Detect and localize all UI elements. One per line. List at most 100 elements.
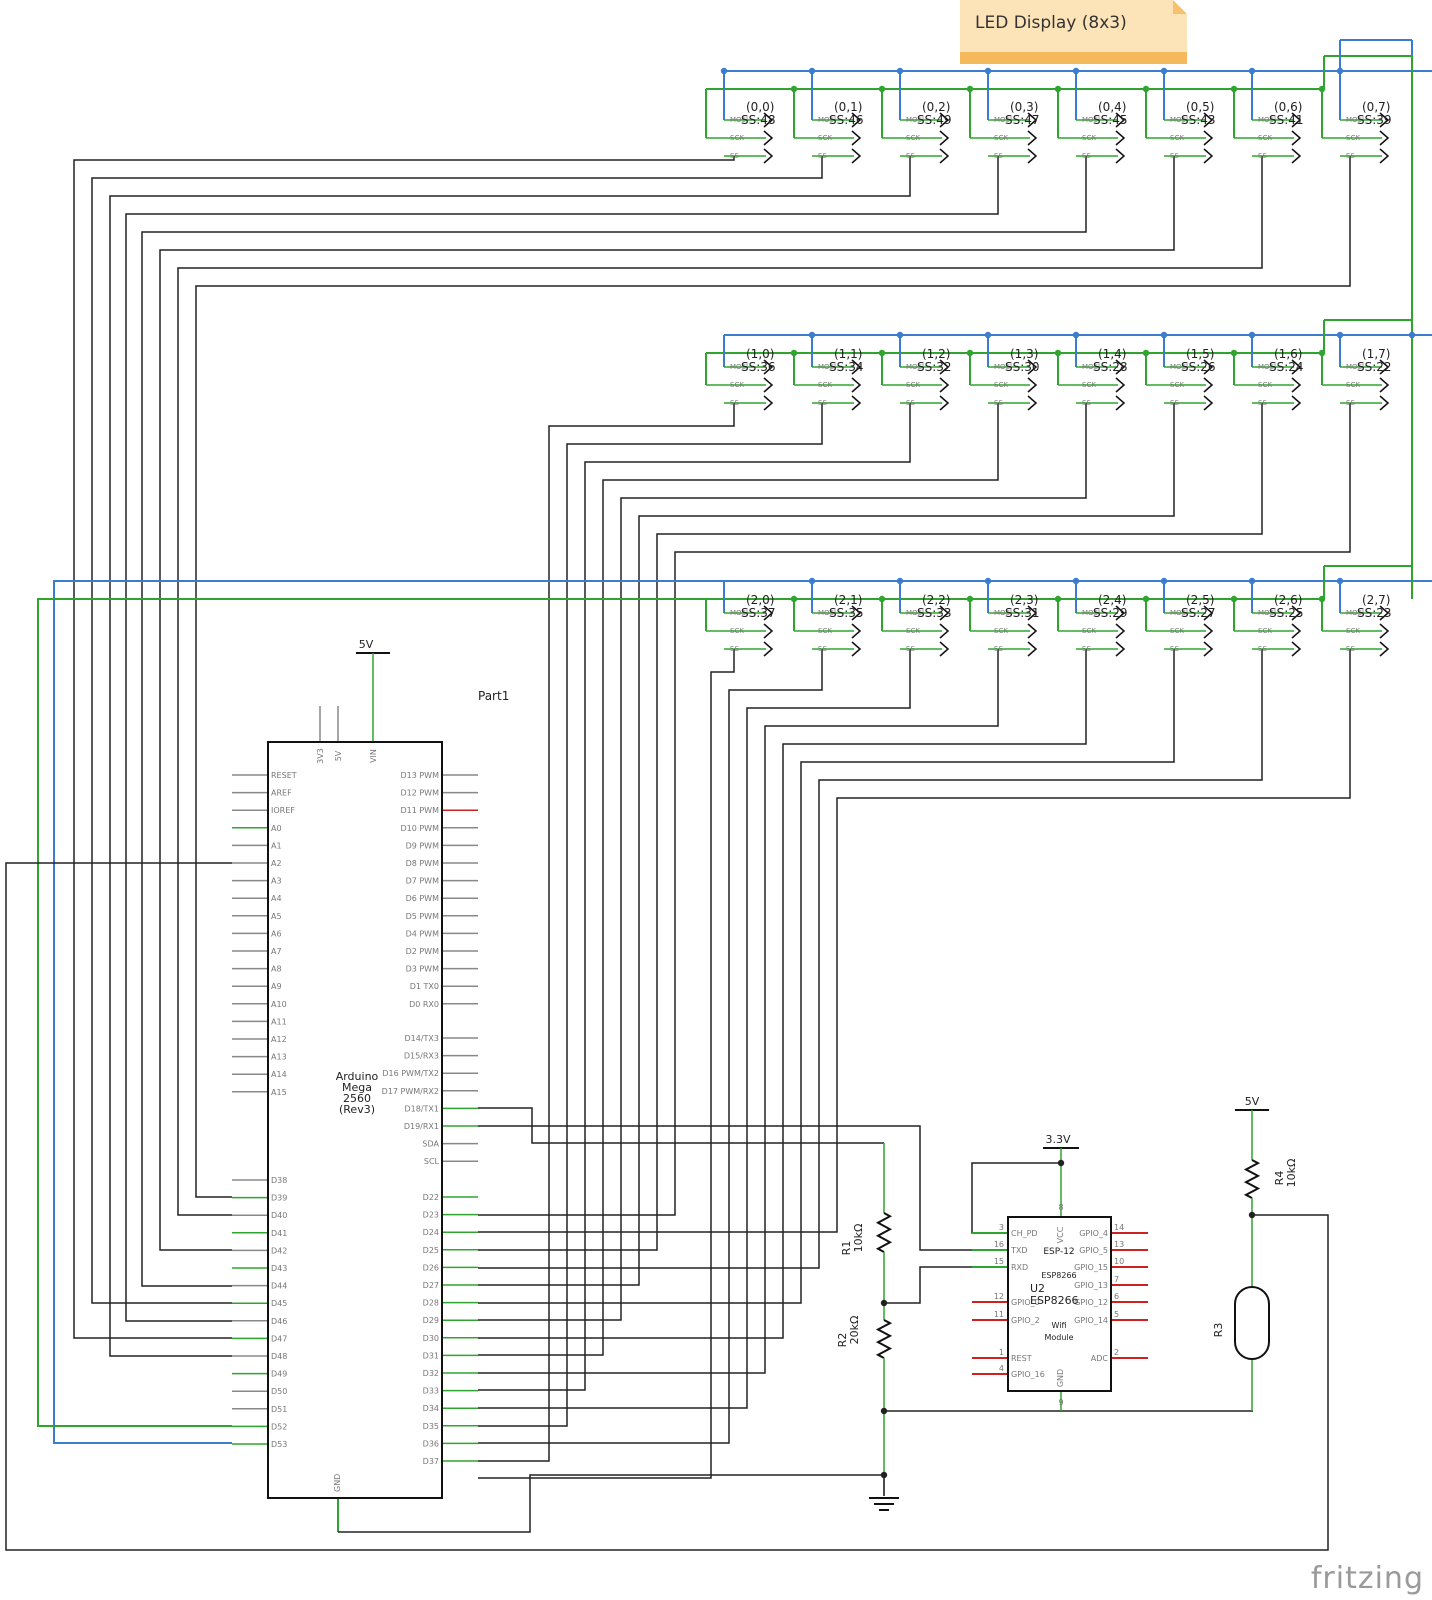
pin-chevron (1291, 377, 1302, 393)
pin-chevron (1379, 395, 1390, 411)
arduino-pin-label: A9 (271, 982, 282, 991)
pin-chevron (1379, 148, 1390, 164)
arduino-pin-label: A6 (271, 929, 282, 938)
ss-pin-label: SS (730, 399, 739, 407)
ss-route-row2 (478, 649, 1263, 1269)
r4-value: 10kΩ (1285, 1159, 1298, 1188)
arduino-pin-label: D0 RX0 (409, 1000, 439, 1009)
pin-chevron (1379, 605, 1390, 621)
ss-pin-label: SS (906, 399, 915, 407)
pin-chevron (1115, 605, 1126, 621)
sck-junction (966, 595, 974, 603)
arduino-pin-label: A1 (271, 841, 282, 850)
display-coord-2-1: (2,1) (834, 593, 862, 607)
arduino-pin-label: D5 PWM (406, 912, 440, 921)
esp-gnd-num: 9 (1058, 1398, 1063, 1407)
esp-pin-name: GPIO_0 (1011, 1298, 1040, 1307)
esp-vcc-num: 8 (1058, 1203, 1063, 1212)
esp-pin-num: 7 (1114, 1275, 1119, 1284)
divider-junction (880, 1299, 888, 1307)
arduino-pin-label: D27 (423, 1281, 439, 1290)
esp-pin-name: GPIO_15 (1074, 1263, 1108, 1272)
rx1-wire (478, 1125, 1008, 1251)
esp-pin-num: 12 (994, 1292, 1004, 1301)
arduino-gnd-label: GND (333, 1474, 342, 1492)
arduino-top-pin-label: VIN (369, 749, 378, 763)
mosi-junction (1248, 331, 1256, 339)
pin-chevron (763, 359, 774, 375)
ss-pin-label: SS (906, 152, 915, 160)
ss-route-row2 (478, 649, 1351, 1233)
ss-route-row2 (478, 649, 823, 1444)
pin-chevron (1115, 641, 1126, 657)
ss-route-row0 (109, 156, 911, 1357)
pin-chevron (1027, 359, 1038, 375)
sck-pin-label: SCK (906, 627, 920, 635)
ldr-ref: R3 (1212, 1323, 1225, 1338)
esp-pin-num: 6 (1114, 1292, 1119, 1301)
sck-pin-label: SCK (1082, 134, 1096, 142)
sck-pin-label: SCK (818, 134, 832, 142)
display-ss-2-2: SS:33 (917, 606, 952, 620)
sck-junction (1054, 595, 1062, 603)
arduino-pin-label: D10 PWM (400, 824, 439, 833)
pin-chevron (1203, 605, 1214, 621)
arduino-pin-label: D43 (271, 1264, 287, 1273)
mosi-junction (1336, 331, 1344, 339)
sck-junction (790, 85, 798, 93)
ss-pin-label: SS (730, 152, 739, 160)
sck-junction (1142, 349, 1150, 357)
r1-ref: R1 (840, 1241, 853, 1256)
display-ss-2-4: SS:29 (1093, 606, 1128, 620)
mosi-pin-label: MOSI (818, 116, 836, 124)
esp-pin-num: 11 (994, 1310, 1004, 1319)
display-coord-1-2: (1,2) (922, 347, 950, 361)
display-ss-2-7: SS:23 (1357, 606, 1392, 620)
esp-pin-name: TXD (1010, 1246, 1028, 1255)
pin-chevron (851, 395, 862, 411)
ss-pin-label: SS (1346, 399, 1355, 407)
esp-supply-label: 3.3V (1045, 1133, 1070, 1146)
display-ss-0-7: SS:39 (1357, 113, 1392, 127)
arduino-name-line: Arduino (336, 1070, 379, 1083)
ss-pin-label: SS (1082, 152, 1091, 160)
pin-chevron (763, 148, 774, 164)
pin-chevron (851, 112, 862, 128)
arduino-pin-label: A2 (271, 859, 282, 868)
arduino-pin-label: D30 (423, 1334, 439, 1343)
arduino-pin-label: D14/TX3 (405, 1034, 440, 1043)
arduino-pin-label: D24 (423, 1228, 439, 1237)
ss-route-row2 (478, 649, 911, 1409)
mosi-pin-label: MOSI (1170, 116, 1188, 124)
mosi-junction (1072, 577, 1080, 585)
mosi-pin-label: MOSI (1258, 116, 1276, 124)
mosi-junction (808, 577, 816, 585)
sck-junction (1054, 85, 1062, 93)
display-coord-0-0: (0,0) (746, 100, 774, 114)
pin-chevron (1291, 605, 1302, 621)
sck-pin-label: SCK (818, 627, 832, 635)
display-coord-0-3: (0,3) (1010, 100, 1038, 114)
ss-route-row0 (141, 156, 1087, 1287)
display-coord-1-1: (1,1) (834, 347, 862, 361)
note-fold (1173, 0, 1187, 14)
ss-pin-label: SS (906, 645, 915, 653)
esp-pin-num: 3 (999, 1223, 1004, 1232)
arduino-pin-label: D41 (271, 1229, 287, 1238)
esp-sub-2: Module (1044, 1333, 1073, 1342)
mosi-junction (1072, 331, 1080, 339)
esp-pin-num: 15 (994, 1257, 1004, 1266)
sck-pin-label: SCK (1082, 381, 1096, 389)
esp-pin-num: 5 (1114, 1310, 1119, 1319)
ss-route-row1 (478, 403, 1175, 1286)
r1-body (875, 1212, 893, 1253)
mosi-pin-label: MOSI (1170, 609, 1188, 617)
ss-route-row2 (478, 649, 1087, 1339)
led-display-note[interactable]: LED Display (8x3) (960, 0, 1187, 64)
display-coord-2-5: (2,5) (1186, 593, 1214, 607)
arduino-pin-label: D13 PWM (400, 771, 439, 780)
mosi-pin-label: MOSI (1346, 609, 1364, 617)
arduino-pin-label: D22 (423, 1193, 439, 1202)
sck-junction (790, 595, 798, 603)
arduino-pin-label: D39 (271, 1194, 287, 1203)
